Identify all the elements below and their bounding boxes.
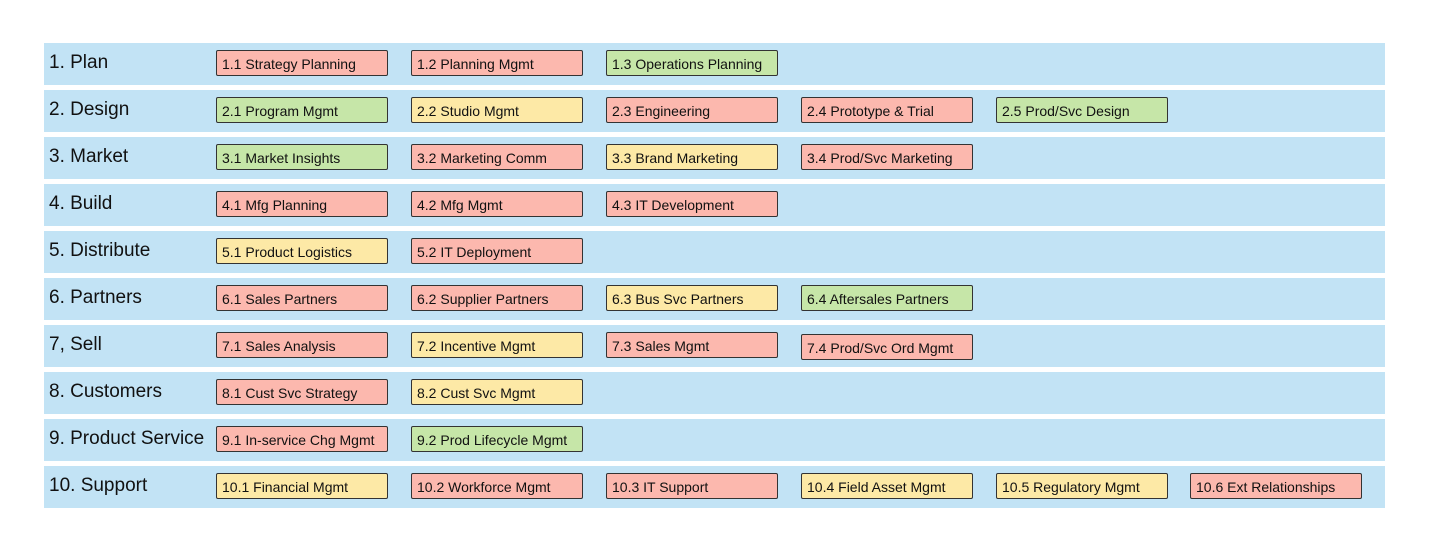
- row-label: 7, Sell: [49, 334, 102, 355]
- capability-box[interactable]: 9.2 Prod Lifecycle Mgmt: [411, 426, 583, 452]
- capability-box[interactable]: 7.4 Prod/Svc Ord Mgmt: [801, 334, 973, 360]
- capability-box[interactable]: 7.2 Incentive Mgmt: [411, 332, 583, 358]
- capability-box[interactable]: 7.1 Sales Analysis: [216, 332, 388, 358]
- row-partners: 6. Partners 6.1 Sales Partners 6.2 Suppl…: [44, 278, 1385, 320]
- capability-box[interactable]: 2.1 Program Mgmt: [216, 97, 388, 123]
- row-sell: 7, Sell 7.1 Sales Analysis 7.2 Incentive…: [44, 325, 1385, 367]
- capability-box[interactable]: 2.3 Engineering: [606, 97, 778, 123]
- capability-box[interactable]: 4.3 IT Development: [606, 191, 778, 217]
- capability-box[interactable]: 1.3 Operations Planning: [606, 50, 778, 76]
- capability-box[interactable]: 3.4 Prod/Svc Marketing: [801, 144, 973, 170]
- row-plan: 1. Plan 1.1 Strategy Planning 1.2 Planni…: [44, 43, 1385, 85]
- capability-box[interactable]: 4.1 Mfg Planning: [216, 191, 388, 217]
- capability-box[interactable]: 5.2 IT Deployment: [411, 238, 583, 264]
- capability-box[interactable]: 10.6 Ext Relationships: [1190, 473, 1362, 499]
- capability-box[interactable]: 10.4 Field Asset Mgmt: [801, 473, 973, 499]
- row-label: 4. Build: [49, 193, 113, 214]
- row-design: 2. Design 2.1 Program Mgmt 2.2 Studio Mg…: [44, 90, 1385, 132]
- row-customers: 8. Customers 8.1 Cust Svc Strategy 8.2 C…: [44, 372, 1385, 414]
- capability-box[interactable]: 7.3 Sales Mgmt: [606, 332, 778, 358]
- capability-box[interactable]: 2.2 Studio Mgmt: [411, 97, 583, 123]
- capability-box[interactable]: 1.2 Planning Mgmt: [411, 50, 583, 76]
- capability-box[interactable]: 3.2 Marketing Comm: [411, 144, 583, 170]
- capability-box[interactable]: 6.1 Sales Partners: [216, 285, 388, 311]
- row-product-service: 9. Product Service 9.1 In-service Chg Mg…: [44, 419, 1385, 461]
- row-label: 2. Design: [49, 99, 130, 120]
- capability-box[interactable]: 1.1 Strategy Planning: [216, 50, 388, 76]
- row-label: 8. Customers: [49, 381, 162, 402]
- capability-box[interactable]: 6.3 Bus Svc Partners: [606, 285, 778, 311]
- row-label: 3. Market: [49, 146, 129, 167]
- capability-box[interactable]: 10.1 Financial Mgmt: [216, 473, 388, 499]
- row-support: 10. Support 10.1 Financial Mgmt 10.2 Wor…: [44, 466, 1385, 508]
- capability-box[interactable]: 5.1 Product Logistics: [216, 238, 388, 264]
- row-label: 10. Support: [49, 475, 148, 496]
- capability-box[interactable]: 9.1 In-service Chg Mgmt: [216, 426, 388, 452]
- capability-box[interactable]: 3.1 Market Insights: [216, 144, 388, 170]
- capability-box[interactable]: 6.2 Supplier Partners: [411, 285, 583, 311]
- capability-box[interactable]: 6.4 Aftersales Partners: [801, 285, 973, 311]
- capability-box[interactable]: 3.3 Brand Marketing: [606, 144, 778, 170]
- capability-map: 1. Plan 1.1 Strategy Planning 1.2 Planni…: [44, 43, 1385, 513]
- capability-box[interactable]: 8.2 Cust Svc Mgmt: [411, 379, 583, 405]
- capability-box[interactable]: 10.5 Regulatory Mgmt: [996, 473, 1168, 499]
- row-build: 4. Build 4.1 Mfg Planning 4.2 Mfg Mgmt 4…: [44, 184, 1385, 226]
- capability-box[interactable]: 2.5 Prod/Svc Design: [996, 97, 1168, 123]
- row-label: 1. Plan: [49, 52, 109, 73]
- capability-box[interactable]: 2.4 Prototype & Trial: [801, 97, 973, 123]
- capability-box[interactable]: 4.2 Mfg Mgmt: [411, 191, 583, 217]
- row-distribute: 5. Distribute 5.1 Product Logistics 5.2 …: [44, 231, 1385, 273]
- capability-box[interactable]: 8.1 Cust Svc Strategy: [216, 379, 388, 405]
- row-market: 3. Market 3.1 Market Insights 3.2 Market…: [44, 137, 1385, 179]
- row-label: 6. Partners: [49, 287, 142, 308]
- capability-box[interactable]: 10.3 IT Support: [606, 473, 778, 499]
- row-label: 9. Product Service: [49, 428, 205, 449]
- row-label: 5. Distribute: [49, 240, 151, 261]
- capability-box[interactable]: 10.2 Workforce Mgmt: [411, 473, 583, 499]
